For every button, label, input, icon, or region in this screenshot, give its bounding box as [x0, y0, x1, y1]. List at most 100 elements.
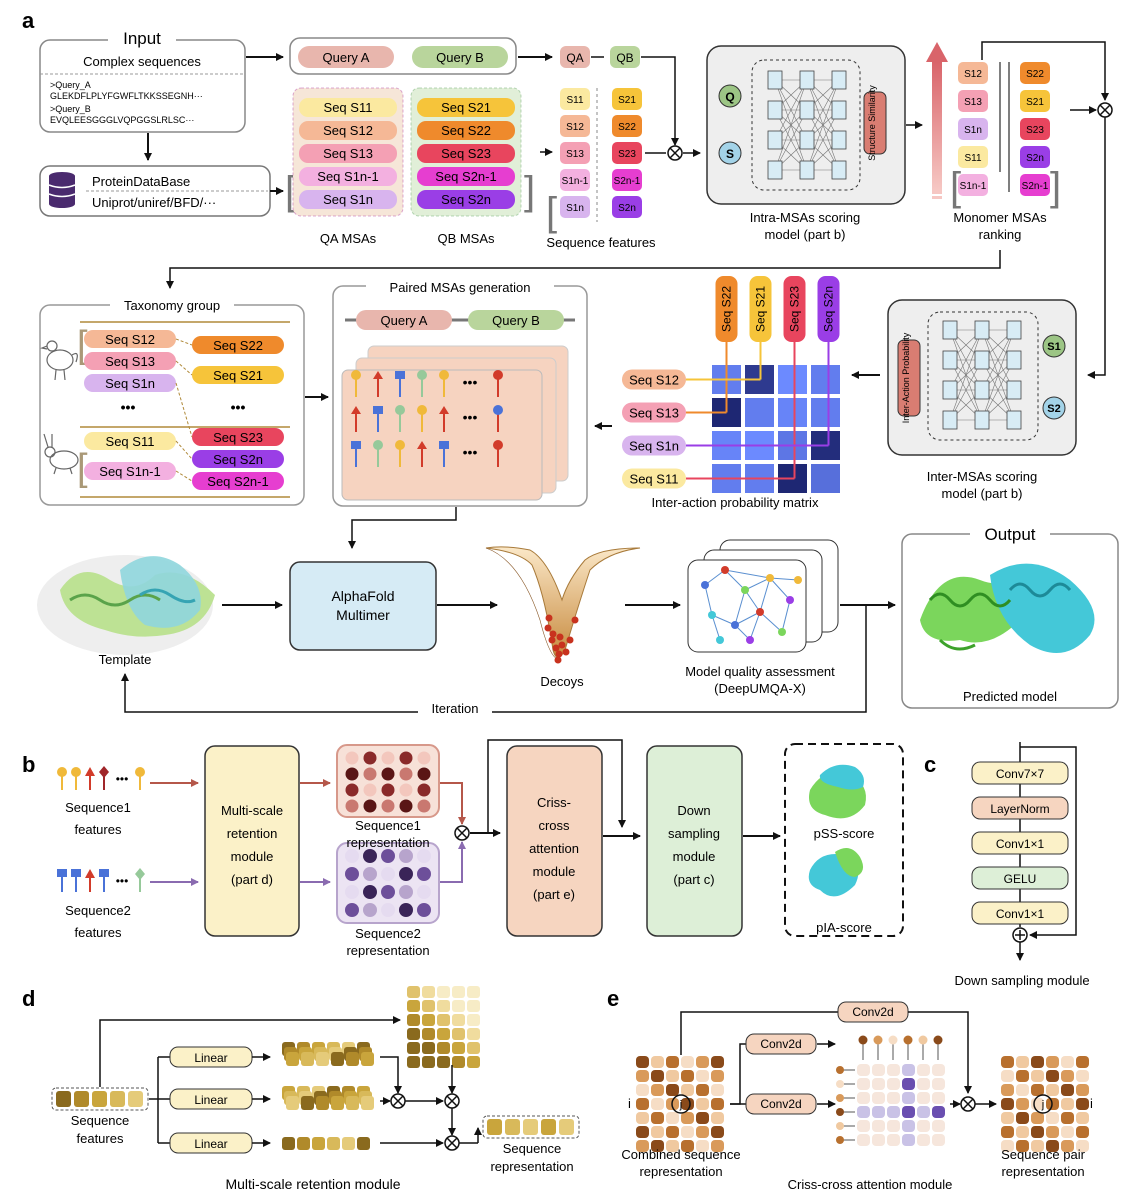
nn-node	[799, 70, 815, 90]
feature-pin-circle	[71, 767, 81, 777]
seq1-rep-dot	[363, 767, 377, 781]
graph-edge	[759, 577, 771, 613]
mqa-line2: (DeepUMQA-X)	[714, 681, 806, 696]
retention-grid-cell	[452, 1042, 465, 1054]
rank-s2-label: S23	[1026, 125, 1044, 136]
svg-text:]: ]	[524, 169, 535, 213]
paired-mark-square	[351, 441, 361, 449]
pair-grid-cell	[1016, 1070, 1029, 1082]
pair-grid-cell	[1046, 1056, 1059, 1068]
complex-sequences-label: Complex sequences	[83, 54, 201, 69]
retention-grid-cell	[467, 1042, 480, 1054]
tax-left-pill	[84, 352, 176, 370]
combined-grid-cell	[651, 1070, 664, 1082]
matrix-cell	[745, 398, 774, 427]
matrix-col-label: Seq S22	[720, 286, 734, 332]
qb-tag: QB	[616, 51, 633, 65]
tax-right-label: Seq S21	[213, 368, 263, 383]
paired-mark-arrow	[439, 406, 449, 414]
feature-cell	[128, 1091, 143, 1107]
rank-arrow-icon	[926, 42, 948, 199]
cc-line2: cross	[538, 818, 570, 833]
rank-s1-label: S1n-1	[960, 181, 987, 192]
pair-grid-cell	[1046, 1140, 1059, 1152]
msa-s1-label: Seq S12	[323, 123, 373, 138]
retention-grid-cell	[407, 986, 420, 998]
combined-grid-cell	[636, 1112, 649, 1124]
graph-edge	[744, 577, 771, 591]
query-b-seq: EVQLEESGGGLVQPGGSLRLSC···	[50, 115, 194, 125]
pair-grid-cell	[1061, 1070, 1074, 1082]
seq1-ellipsis: •••	[116, 772, 129, 786]
msr-line2: retention	[227, 826, 278, 841]
paired-msas-box: Paired MSAs generation Query A Query B •…	[332, 278, 588, 507]
seq2-rep-dot	[381, 903, 395, 917]
decoy-dot	[555, 650, 563, 658]
seq2-rep-line1: Sequence2	[355, 926, 421, 941]
rank-s1-label: S1n	[964, 125, 982, 136]
tax-left-label: Seq S11	[106, 434, 155, 449]
seq2-rep-dot	[417, 849, 431, 863]
seq1-rep-dot	[363, 799, 377, 813]
msa-s1-pill	[299, 98, 397, 117]
matrix-col-label: Seq S23	[788, 286, 802, 332]
nn-node	[974, 410, 990, 430]
feature-s1-label: S11	[566, 95, 583, 106]
db-line2: Uniprot/uniref/BFD/···	[92, 195, 216, 210]
combined-grid-cell	[651, 1084, 664, 1096]
msa-s1-pill	[299, 144, 397, 163]
combined-grid-cell	[711, 1126, 724, 1138]
tax-left-label: Seq S13	[105, 354, 155, 369]
pair-grid-cell	[1046, 1112, 1059, 1124]
seq1-rep-dot	[399, 751, 413, 765]
panel-letter-b: b	[22, 752, 35, 777]
attention-col-dot	[903, 1035, 913, 1045]
chicken-icon	[39, 340, 78, 381]
block-cell	[346, 1096, 359, 1110]
rep-cell	[541, 1119, 556, 1135]
msa-s2-pill	[417, 167, 515, 186]
conv2d-bottom	[745, 1093, 817, 1115]
query-pill-box: Query A Query B	[289, 37, 517, 75]
intra-title-2: model (part b)	[765, 227, 846, 242]
feature-cell	[92, 1091, 107, 1107]
nn-node	[974, 320, 990, 340]
graph-edge	[734, 589, 746, 626]
combined-grid-cell	[666, 1084, 679, 1096]
pair-grid-cell	[1046, 1084, 1059, 1096]
seq1-rep-dot	[345, 783, 359, 797]
tax-left-label: Seq S12	[105, 332, 155, 347]
attention-col-dot	[858, 1035, 868, 1045]
pair-grid-cell	[1061, 1084, 1074, 1096]
retention-grid-cell	[452, 1000, 465, 1012]
feature-s1-tag	[560, 196, 590, 218]
feature-pin-square	[99, 869, 109, 877]
e-j-left: j	[679, 1099, 682, 1111]
combined-grid-cell	[636, 1070, 649, 1082]
rank-s1-tag	[958, 146, 988, 168]
msa-s2-pill	[417, 144, 515, 163]
matrix-row-label: Seq S12	[629, 373, 679, 388]
nn-node	[942, 380, 958, 400]
retention-grid-cell	[407, 1028, 420, 1040]
pair-grid-cell	[1076, 1140, 1089, 1152]
graph-node	[701, 581, 709, 589]
paired-mark-square	[395, 371, 405, 379]
paired-mark-arrow	[417, 441, 427, 449]
query-a-header: >Query_A	[50, 80, 91, 90]
attention-grid-cell	[887, 1064, 900, 1076]
pair-grid-cell	[1061, 1126, 1074, 1138]
panel-letter-d: d	[22, 986, 35, 1011]
matrix-row-pill	[622, 402, 686, 423]
seq2-rep-dot	[399, 885, 413, 899]
tax-right-label: Seq S2n	[213, 452, 263, 467]
retention-grid-cell	[467, 1028, 480, 1040]
retention-grid-cell	[437, 1000, 450, 1012]
seq2-rep-dot	[345, 903, 359, 917]
msa-s2-pill	[417, 98, 515, 117]
graph-node	[708, 611, 716, 619]
e-i-right: i	[1090, 1096, 1093, 1111]
pair-grid-cell	[1076, 1098, 1089, 1110]
graph-edge	[734, 611, 761, 626]
